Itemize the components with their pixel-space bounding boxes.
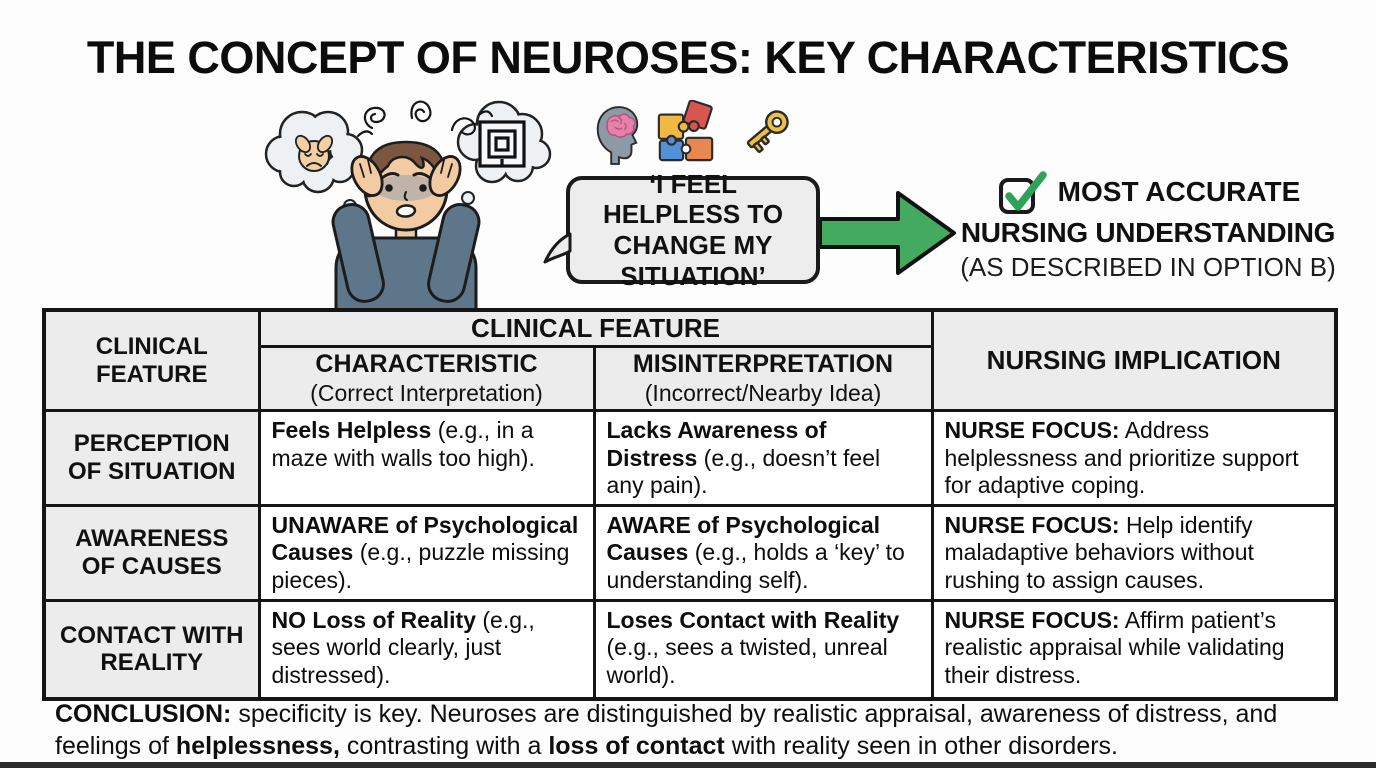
row-feature: CONTACT WITH REALITY — [42, 598, 261, 701]
header-characteristic-title: CHARACTERISTIC — [315, 350, 538, 378]
person-right-arm — [427, 203, 481, 303]
verdict-text-3: (AS DESCRIBED IN OPTION B) — [960, 252, 1336, 282]
header-characteristic: CHARACTERISTIC (Correct Interpretation) — [257, 345, 596, 412]
row-feature: AWARENESS OF CAUSES — [42, 503, 261, 602]
row-implication: NURSE FOCUS: Address helplessness and pr… — [930, 409, 1338, 507]
verdict-text-2: NURSING UNDERSTANDING — [960, 217, 1336, 248]
verdict-line-1: MOST ACCURATE — [952, 168, 1344, 216]
row-feature: PERCEPTION OF SITUATION — [42, 409, 261, 507]
header-nursing-implication: NURSING IMPLICATION — [930, 308, 1338, 412]
conclusion-text: CONCLUSION: specificity is key. Neuroses… — [55, 700, 1278, 760]
row-misinterpretation: Lacks Awareness of Distress (e.g., doesn… — [592, 409, 934, 507]
row-implication: NURSE FOCUS: Affirm patient’s realistic … — [930, 598, 1338, 701]
person-right-hand — [428, 155, 462, 197]
row-characteristic: UNAWARE of Psychological Causes (e.g., p… — [257, 503, 596, 602]
sad-mini-figure-icon — [294, 134, 334, 172]
table-row: AWARENESS OF CAUSES UNAWARE of Psycholog… — [42, 503, 1338, 602]
person-left-hand — [350, 155, 384, 197]
puzzle-pieces-icon — [654, 99, 718, 164]
stressed-person-icon — [264, 100, 552, 312]
person-hair — [364, 140, 448, 198]
characteristics-table: CLINICAL FEATURE CLINICAL FEATURE NURSIN… — [42, 308, 1339, 702]
green-arrow-icon — [818, 181, 958, 285]
table-row: CONTACT WITH REALITY NO Loss of Reality … — [42, 598, 1338, 701]
verdict-block: MOST ACCURATE NURSING UNDERSTANDING (AS … — [952, 168, 1344, 283]
brain-in-head-icon — [590, 104, 644, 166]
key-icon — [736, 102, 798, 164]
speech-bubble-tail — [543, 232, 572, 264]
row-misinterpretation: AWARE of Psychological Causes (e.g., hol… — [592, 503, 934, 602]
stress-squiggles-icon — [356, 100, 494, 138]
header-clinical-feature-group: CLINICAL FEATURE — [257, 308, 934, 348]
person-face — [380, 172, 432, 218]
stressed-person-illustration — [256, 92, 564, 312]
speech-bubble: ‘I FEEL HELPLESS TO CHANGE MY SITUATION’ — [543, 169, 820, 291]
person-left-arm — [331, 203, 385, 303]
bottom-border-bar — [0, 762, 1376, 768]
verdict-text-1: MOST ACCURATE — [1057, 176, 1301, 207]
row-characteristic: NO Loss of Reality (e.g., sees world cle… — [257, 598, 596, 701]
checked-checkbox-icon — [998, 171, 1047, 214]
page-title: THE CONCEPT OF NEUROSES: KEY CHARACTERIS… — [86, 32, 1290, 83]
speech-bubble-text: ‘I FEEL HELPLESS TO CHANGE MY SITUATION’ — [602, 168, 784, 291]
row-characteristic: Feels Helpless (e.g., in a maze with wal… — [257, 409, 596, 507]
header-misinterpretation-title: MISINTERPRETATION — [632, 350, 894, 378]
row-implication: NURSE FOCUS: Help identify maladaptive b… — [930, 503, 1338, 602]
maze-icon — [478, 120, 526, 168]
row-misinterpretation: Loses Contact with Reality (e.g., sees a… — [592, 598, 934, 701]
table-row: PERCEPTION OF SITUATION Feels Helpless (… — [42, 409, 1338, 507]
header-misinterpretation-subtitle: (Incorrect/Nearby Idea) — [644, 380, 882, 406]
header-misinterpretation: MISINTERPRETATION (Incorrect/Nearby Idea… — [592, 345, 934, 412]
header-characteristic-subtitle: (Correct Interpretation) — [310, 380, 543, 406]
header-clinical-feature: CLINICAL FEATURE — [42, 308, 261, 412]
